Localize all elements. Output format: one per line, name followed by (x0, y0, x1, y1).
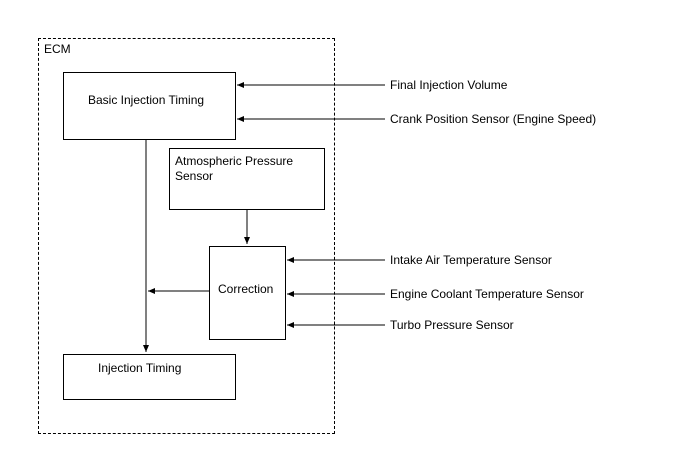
basic-injection-timing-label: Basic Injection Timing (88, 93, 205, 107)
correction-label: Correction (218, 282, 274, 296)
correction-block: Correction (209, 246, 286, 340)
ecm-boundary (38, 38, 335, 434)
engine-coolant-temperature-sensor-label: Engine Coolant Temperature Sensor (390, 287, 584, 301)
ecm-label: ECM (44, 42, 71, 56)
final-injection-volume-label: Final Injection Volume (390, 78, 508, 92)
crank-position-sensor-label: Crank Position Sensor (Engine Speed) (390, 112, 597, 126)
intake-air-temperature-sensor-label: Intake Air Temperature Sensor (390, 253, 552, 267)
atmospheric-pressure-sensor-label: Atmospheric Pressure Sensor (175, 154, 294, 183)
injection-timing-block: Injection Timing (63, 354, 236, 400)
turbo-pressure-sensor-label: Turbo Pressure Sensor (390, 318, 514, 332)
basic-injection-timing-block: Basic Injection Timing (63, 72, 236, 140)
injection-timing-label: Injection Timing (98, 361, 182, 375)
atmospheric-pressure-sensor-block: Atmospheric Pressure Sensor (169, 148, 325, 210)
